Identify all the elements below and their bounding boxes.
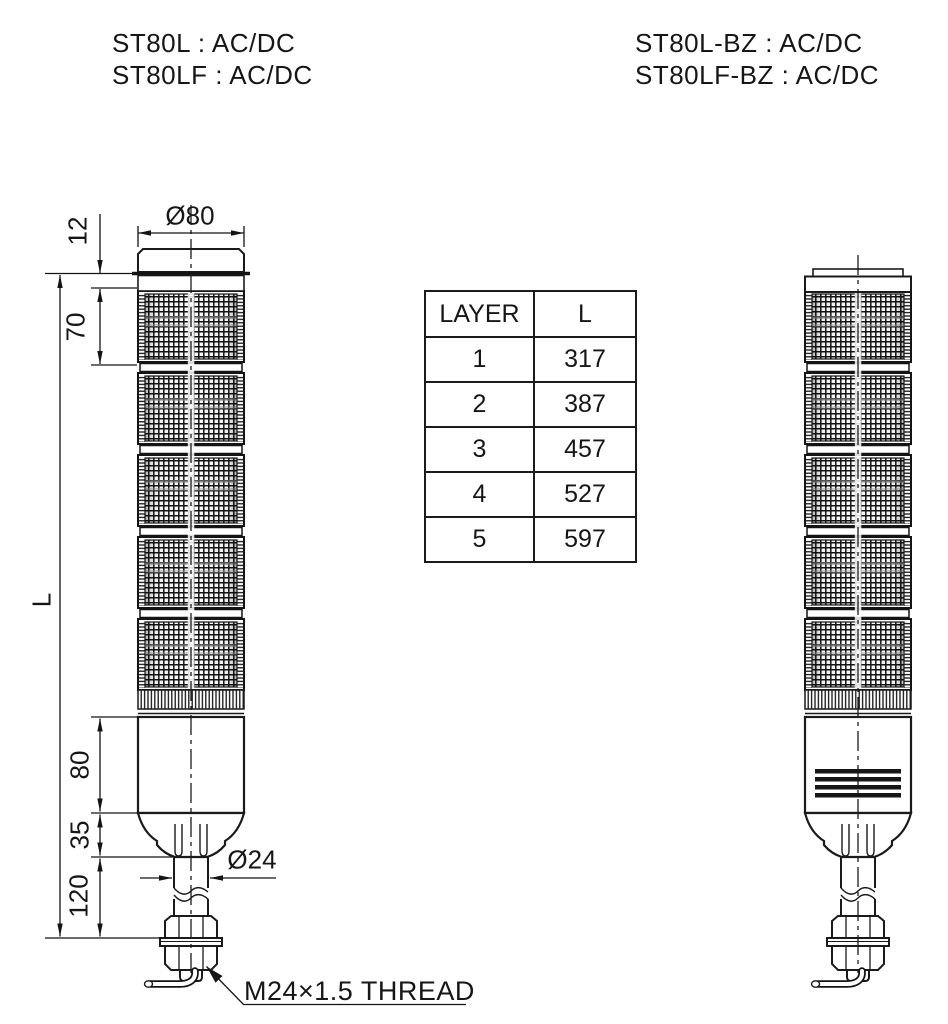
dim-label-80: 80 — [64, 750, 95, 780]
dim-label-70: 70 — [60, 312, 91, 342]
model-label-left: ST80L : AC/DC ST80LF : AC/DC — [112, 27, 313, 91]
table-row: 2 387 — [424, 381, 637, 428]
table-cell-layer: 3 — [424, 426, 535, 473]
table-header-l: L — [533, 290, 637, 338]
model-left-line2: ST80LF : AC/DC — [112, 60, 313, 90]
table-header-row: LAYER L — [424, 290, 637, 338]
dim-label-L: L — [26, 592, 57, 608]
model-label-right: ST80L-BZ : AC/DC ST80LF-BZ : AC/DC — [635, 27, 879, 91]
left-tower-drawing — [132, 205, 250, 987]
table-cell-layer: 5 — [424, 516, 535, 563]
table-cell-l: 527 — [533, 471, 637, 518]
table-cell-l: 597 — [533, 516, 637, 563]
dim-label-dia80: Ø80 — [165, 200, 215, 231]
table-cell-l: 317 — [533, 336, 637, 383]
right-tower-drawing — [805, 255, 911, 987]
model-right-line2: ST80LF-BZ : AC/DC — [635, 60, 879, 90]
dim-label-35: 35 — [64, 820, 95, 850]
thread-leader-line — [206, 966, 466, 1006]
dimension-lines — [45, 214, 466, 1006]
dim-label-12: 12 — [62, 216, 93, 246]
table-cell-layer: 1 — [424, 336, 535, 383]
table-row: 4 527 — [424, 471, 637, 518]
table-cell-l: 457 — [533, 426, 637, 473]
table-cell-l: 387 — [533, 381, 637, 428]
dim-label-dia24: Ø24 — [227, 844, 277, 875]
thread-note-label: M24×1.5 THREAD — [244, 976, 475, 1006]
dim-label-120: 120 — [63, 874, 94, 918]
center-stripe — [854, 293, 862, 688]
model-right-line1: ST80L-BZ : AC/DC — [635, 28, 863, 58]
layer-length-table: LAYER L 1 317 2 387 3 457 4 527 5 597 — [424, 290, 637, 563]
table-header-layer: LAYER — [424, 290, 535, 338]
table-row: 5 597 — [424, 516, 637, 563]
table-cell-layer: 4 — [424, 471, 535, 518]
model-left-line1: ST80L : AC/DC — [112, 28, 296, 58]
table-row: 1 317 — [424, 336, 637, 383]
table-cell-layer: 2 — [424, 381, 535, 428]
ext-lines-dia80 — [137, 226, 245, 247]
table-row: 3 457 — [424, 426, 637, 473]
